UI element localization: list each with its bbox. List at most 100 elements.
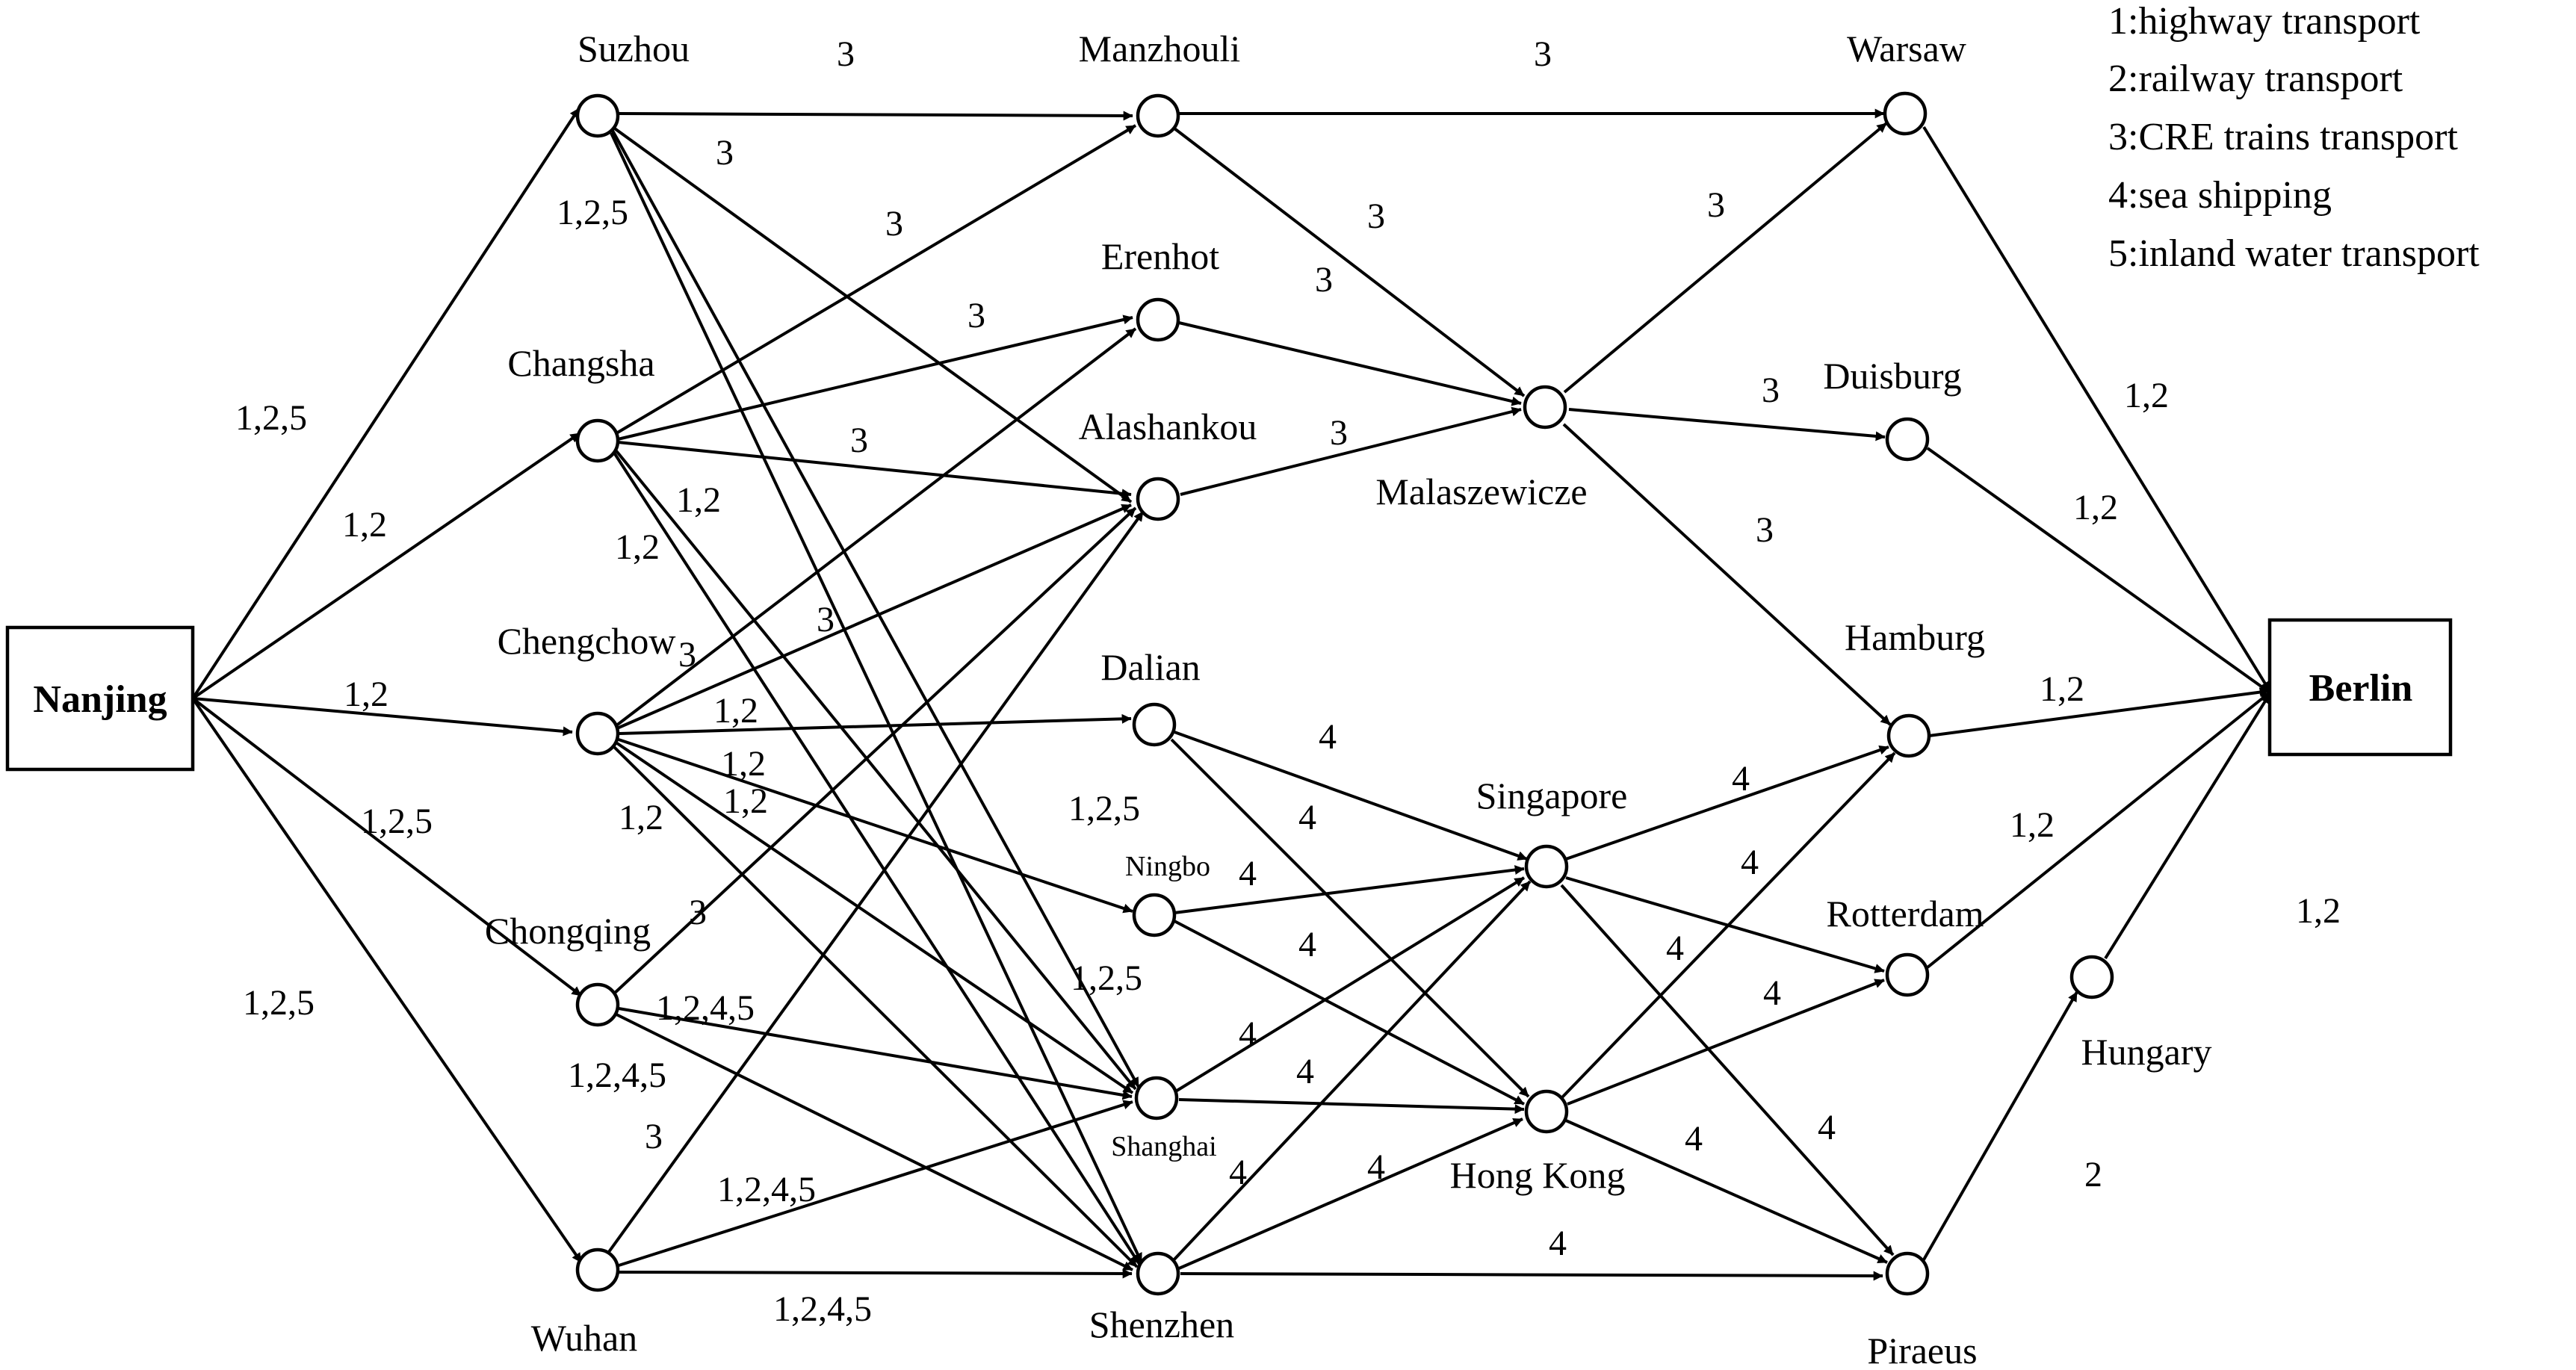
- label-hongkong: Hong Kong: [1450, 1154, 1626, 1196]
- edge-malaszewicze-duisburg: [1568, 408, 1886, 441]
- edge-suzhou-shanghai: [611, 130, 1140, 1088]
- edge-dalian-hongkong: [1170, 738, 1530, 1098]
- edge-singapore-piraeus: [1560, 884, 1895, 1256]
- edge-label: 1,2: [344, 675, 388, 714]
- node-nanjing: [5, 625, 195, 772]
- legend-item: 1:highway transport: [2108, 0, 2421, 43]
- edge-label: 1,2: [2296, 891, 2341, 931]
- edge-label: 4: [1666, 929, 1684, 968]
- edge-singapore-hamburg: [1565, 745, 1889, 861]
- legend-item: 2:railway transport: [2108, 58, 2403, 100]
- edge-dalian-singapore: [1174, 731, 1528, 861]
- edge-chongqing-shenzhen: [616, 1013, 1133, 1271]
- label-chengchow: Chengchow: [498, 620, 676, 662]
- node-manzhouli: [1136, 93, 1180, 138]
- edge-label: 4: [1685, 1119, 1703, 1159]
- label-hungary: Hungary: [2081, 1031, 2212, 1073]
- edge-label: 1,2: [2073, 488, 2118, 527]
- edge-label: 3: [678, 635, 696, 675]
- edge-chengchow-shanghai: [616, 742, 1134, 1094]
- edge-hungary-berlin: [2104, 692, 2271, 960]
- edge-hamburg-berlin: [1928, 687, 2270, 737]
- legend-item: 5:inland water transport: [2108, 232, 2480, 275]
- edge-hongkong-rotterdam: [1567, 979, 1885, 1106]
- edge-rotterdam-berlin: [1926, 691, 2271, 969]
- edge-chongqing-alashankou: [613, 506, 1137, 995]
- node-malaszewicze: [1523, 385, 1567, 430]
- node-warsaw: [1883, 91, 1928, 136]
- edge-changsha-erenhot: [617, 314, 1133, 441]
- edge-label: 1,2: [2124, 376, 2169, 415]
- node-erenhot: [1136, 297, 1180, 342]
- edge-malaszewicze-hamburg: [1562, 423, 1892, 726]
- edge-label: 3: [1762, 371, 1780, 410]
- edge-label: 4: [1549, 1224, 1567, 1263]
- edge-label: 1,2,5: [1068, 789, 1140, 828]
- label-dalian: Dalian: [1100, 646, 1200, 688]
- edge-chengchow-dalian: [619, 713, 1132, 735]
- label-piraeus: Piraeus: [1867, 1330, 1977, 1370]
- label-rotterdam: Rotterdam: [1826, 893, 1984, 934]
- node-hamburg: [1886, 713, 1931, 758]
- edge-shenzhen-hongkong: [1178, 1118, 1523, 1270]
- edge-label: 3: [1707, 185, 1725, 225]
- edge-hongkong-hamburg: [1560, 751, 1896, 1100]
- edge-label: 1,2,5: [235, 398, 307, 438]
- label-alashankou: Alashankou: [1079, 406, 1257, 447]
- edge-wuhan-shenzhen: [617, 1268, 1133, 1279]
- label-changsha: Changsha: [507, 342, 654, 384]
- edge-nanjing-chongqing: [191, 697, 583, 997]
- edge-label: 3: [967, 296, 985, 335]
- label-nanjing: Nanjing: [33, 678, 167, 721]
- edge-label: 3: [1315, 260, 1333, 300]
- edge-label: 1,2: [619, 798, 663, 837]
- edge-changsha-alashankou: [617, 441, 1132, 499]
- edge-shenzhen-singapore: [1170, 880, 1532, 1264]
- edge-hongkong-piraeus: [1565, 1119, 1888, 1264]
- label-singapore: Singapore: [1476, 775, 1628, 816]
- edge-manzhouli-malaszewicze: [1173, 127, 1526, 397]
- node-rotterdam: [1885, 952, 1930, 997]
- label-chongqing: Chongqing: [485, 910, 651, 952]
- edge-label: 1,2: [713, 691, 758, 731]
- edge-chengchow-erenhot: [614, 327, 1137, 728]
- edge-label: 4: [1367, 1147, 1385, 1187]
- node-chongqing: [575, 982, 620, 1027]
- edge-label: 4: [1239, 1014, 1257, 1054]
- node-hongkong: [1524, 1089, 1569, 1134]
- edge-label: 3: [716, 133, 734, 173]
- edge-label: 1,2: [342, 505, 387, 545]
- edge-chengchow-ningbo: [618, 738, 1133, 914]
- edge-label: 1,2: [2010, 805, 2055, 845]
- node-singapore: [1524, 844, 1569, 889]
- edge-label: 4: [1741, 843, 1759, 882]
- node-shanghai: [1134, 1076, 1179, 1121]
- node-labels: Nanjing Berlin Suzhou Changsha Chengchow…: [33, 28, 2412, 1370]
- edge-label: 1,2,5: [557, 193, 628, 232]
- label-wuhan: Wuhan: [531, 1317, 637, 1359]
- edge-label: 4: [1298, 798, 1316, 837]
- edge-label: 3: [1330, 413, 1348, 453]
- label-erenhot: Erenhot: [1101, 235, 1219, 277]
- edge-changsha-manzhouli: [615, 124, 1137, 435]
- edge-label: 1,2,4,5: [656, 988, 755, 1028]
- edge-shanghai-singapore: [1173, 876, 1526, 1094]
- edge-label: 3: [689, 893, 707, 932]
- edge-duisburg-berlin: [1926, 447, 2271, 694]
- edge-label: 3: [1756, 510, 1774, 550]
- edge-label: 2: [2084, 1155, 2102, 1194]
- edge-label: 1,2,5: [361, 802, 433, 841]
- edge-shenzhen-piraeus: [1180, 1271, 1883, 1281]
- edge-label: 3: [837, 34, 855, 74]
- node-duisburg: [1885, 417, 1930, 462]
- edge-label: 1,2: [615, 527, 660, 567]
- edge-nanjing-changsha: [191, 432, 581, 700]
- legend: 1:highway transport 2:railway transport …: [2108, 0, 2480, 275]
- node-berlin: [2267, 618, 2453, 757]
- edge-label: 1,2,4,5: [717, 1170, 816, 1209]
- edge-labels: 1,2,5 1,2 1,2 1,2,5 1,2,5 3 3 1,2,5 3 3 …: [235, 34, 2341, 1329]
- label-warsaw: Warsaw: [1847, 28, 1966, 69]
- edge-nanjing-suzhou: [191, 107, 580, 700]
